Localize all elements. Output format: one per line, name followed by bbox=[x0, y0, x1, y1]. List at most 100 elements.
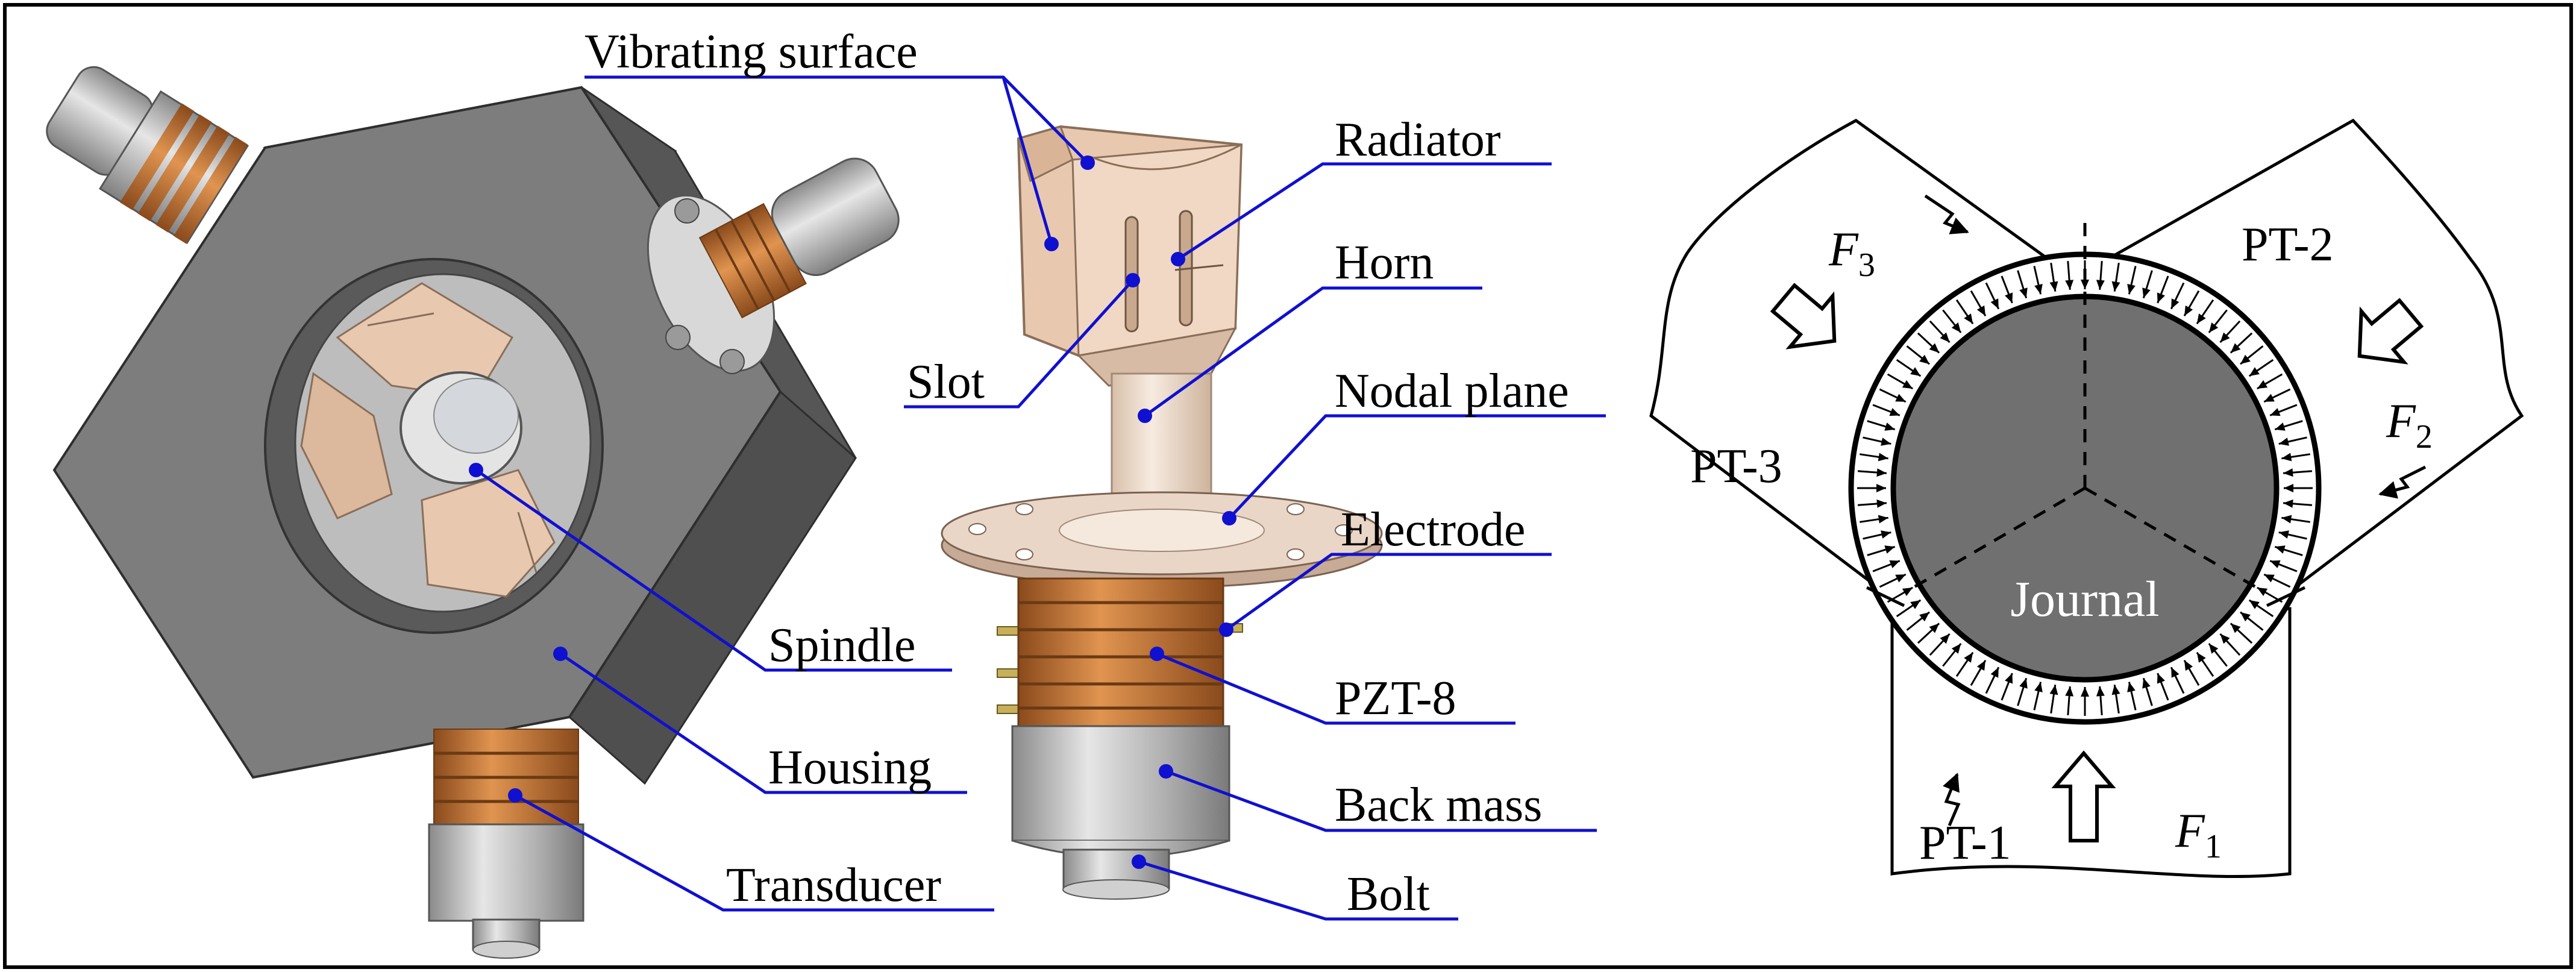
film-arrowhead bbox=[2049, 685, 2058, 695]
label-f3-sub: 3 bbox=[1858, 246, 1875, 284]
film-arrowhead bbox=[2275, 545, 2286, 554]
film-arrowhead bbox=[2171, 298, 2180, 309]
label-horn: Horn bbox=[1335, 236, 1434, 289]
film-arrowhead bbox=[1889, 560, 1900, 568]
film-arrowhead bbox=[1910, 600, 1921, 609]
film-arrowhead bbox=[2081, 687, 2089, 697]
leader-lines bbox=[469, 75, 1606, 921]
film-arrowhead bbox=[2049, 281, 2058, 292]
transducer-bottom bbox=[428, 729, 584, 959]
film-arrowhead bbox=[2065, 686, 2074, 697]
film-arrowhead bbox=[1951, 644, 1961, 654]
label-pt3: PT-3 bbox=[1690, 440, 1782, 493]
film-arrowhead bbox=[1889, 408, 1900, 416]
film-arrowhead bbox=[2257, 588, 2268, 597]
label-radiator: Radiator bbox=[1335, 113, 1500, 166]
film-arrowhead bbox=[2208, 644, 2219, 654]
vibration-arrow-pt3 bbox=[1924, 194, 1969, 234]
label-housing: Housing bbox=[768, 741, 932, 794]
film-arrowhead bbox=[2278, 530, 2289, 539]
film-arrowhead bbox=[2240, 612, 2251, 622]
film-arrowhead bbox=[2230, 623, 2241, 633]
label-transducer: Transducer bbox=[726, 859, 941, 912]
film-arrowhead bbox=[2220, 633, 2230, 644]
film-arrowhead bbox=[2184, 660, 2193, 671]
label-f3-base: F bbox=[1828, 223, 1859, 276]
film-arrowhead bbox=[1910, 367, 1921, 377]
label-pt2: PT-2 bbox=[2242, 218, 2334, 271]
label-vibrating-surface: Vibrating surface bbox=[584, 25, 918, 78]
labels: Vibrating surface Radiator Horn Slot Nod… bbox=[584, 25, 2433, 921]
force-arrow-f2 bbox=[2357, 298, 2424, 365]
film-arrowhead bbox=[1876, 468, 1887, 477]
nodal-flange bbox=[941, 491, 1383, 589]
film-arrowhead bbox=[1929, 623, 1940, 633]
label-spindle: Spindle bbox=[768, 619, 915, 672]
label-f1: F1 bbox=[2175, 804, 2222, 865]
film-arrowhead bbox=[2096, 280, 2105, 290]
film-arrowhead bbox=[1884, 545, 1895, 554]
film-arrowhead bbox=[1876, 484, 1886, 492]
film-arrowhead bbox=[2034, 284, 2043, 295]
film-arrowhead bbox=[1902, 588, 1913, 597]
label-slot: Slot bbox=[907, 356, 985, 409]
film-arrowhead bbox=[1976, 660, 1985, 671]
single-transducer bbox=[941, 125, 1383, 900]
film-arrowhead bbox=[2230, 343, 2241, 353]
pad-pt3-outline bbox=[1649, 119, 2063, 596]
transducer-upper-right bbox=[647, 157, 900, 374]
label-journal: Journal bbox=[2010, 571, 2159, 627]
film-arrowhead bbox=[1964, 652, 1973, 663]
film-arrowhead bbox=[2278, 437, 2289, 446]
film-arrowhead bbox=[1919, 612, 1929, 622]
film-arrowhead bbox=[2081, 280, 2089, 289]
label-pzt8: PZT-8 bbox=[1335, 672, 1456, 725]
film-arrowhead bbox=[1878, 453, 1888, 462]
transducer-upper-left bbox=[46, 66, 249, 245]
label-f2-sub: 2 bbox=[2416, 418, 2433, 456]
pzt-stack bbox=[1017, 577, 1224, 727]
film-arrowhead bbox=[2157, 673, 2165, 684]
film-arrowhead bbox=[1990, 667, 1999, 678]
film-arrowhead bbox=[2019, 678, 2028, 689]
film-arrowhead bbox=[1895, 574, 1906, 583]
film-arrowhead bbox=[2157, 292, 2165, 303]
label-nodal-plane: Nodal plane bbox=[1335, 365, 1569, 418]
film-arrowhead bbox=[2257, 380, 2268, 389]
label-f1-sub: 1 bbox=[2205, 828, 2222, 865]
film-arrowhead bbox=[1881, 530, 1891, 539]
film-arrowhead bbox=[2270, 560, 2281, 568]
bearing-schematic bbox=[1649, 118, 2524, 879]
film-arrowhead bbox=[2171, 667, 2180, 678]
film-arrowhead bbox=[1940, 633, 1950, 644]
radiator-pad-top bbox=[336, 282, 514, 399]
film-arrowhead bbox=[2264, 394, 2275, 402]
film-arrowhead bbox=[2142, 678, 2151, 689]
film-arrowhead bbox=[2264, 574, 2275, 583]
film-arrowhead bbox=[2249, 600, 2260, 609]
film-arrowhead bbox=[2065, 280, 2074, 290]
film-arrowhead bbox=[2270, 408, 2281, 416]
film-arrowhead bbox=[1902, 380, 1913, 389]
film-arrowhead bbox=[2196, 313, 2206, 324]
label-pt1: PT-1 bbox=[1919, 817, 2011, 870]
force-arrow-f1 bbox=[2051, 750, 2116, 842]
film-arrowhead bbox=[2142, 287, 2151, 298]
label-f1-base: F bbox=[2175, 804, 2205, 858]
film-arrowhead bbox=[1919, 354, 1929, 365]
film-arrowhead bbox=[2005, 292, 2013, 303]
label-bolt: Bolt bbox=[1347, 868, 1430, 921]
film-arrowhead bbox=[2196, 652, 2206, 663]
film-arrowhead bbox=[1876, 499, 1887, 508]
film-arrowhead bbox=[2034, 682, 2043, 692]
film-arrowhead bbox=[2284, 484, 2293, 492]
label-f3: F3 bbox=[1828, 223, 1875, 284]
film-arrowhead bbox=[2019, 287, 2028, 298]
film-arrowhead bbox=[2127, 682, 2136, 692]
label-f2: F2 bbox=[2386, 395, 2433, 456]
film-arrowhead bbox=[1976, 305, 1985, 316]
pad-pt2-outline bbox=[2095, 118, 2524, 596]
horn bbox=[1111, 372, 1212, 504]
label-f2-base: F bbox=[2386, 395, 2416, 448]
